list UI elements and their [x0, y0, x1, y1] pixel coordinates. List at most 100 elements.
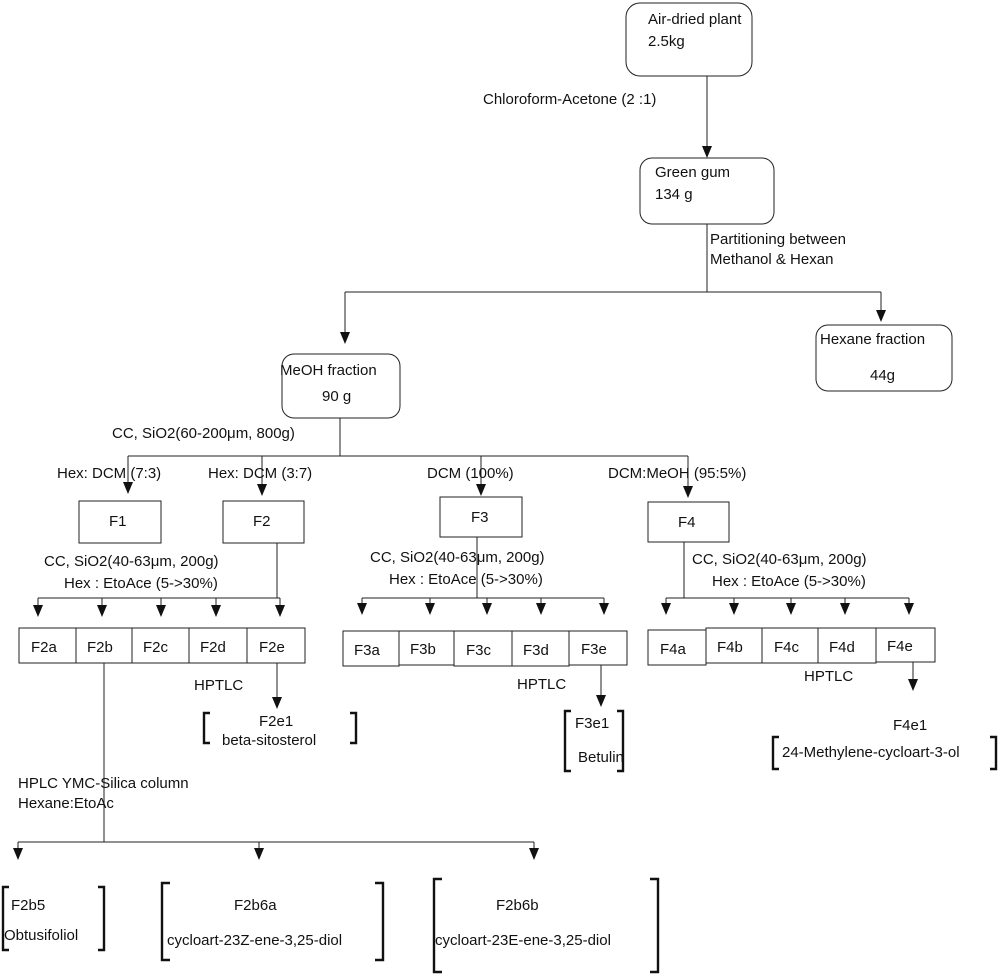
hptlc-label-f4: HPTLC [804, 668, 853, 685]
compound-f2b6a-code: F2b6a [234, 897, 277, 914]
solvent-label-f3: DCM (100%) [427, 465, 514, 482]
node-f2 [222, 500, 305, 544]
bracket-right [650, 877, 660, 974]
cc-main-label: CC, SiO2(60-200μm, 800g) [112, 425, 295, 442]
compound-f3e1-name: Betulin [578, 749, 624, 766]
node-f4b-label: F4b [717, 639, 743, 656]
hplc-label-1: HPLC YMC-Silica column [18, 775, 189, 792]
arrowhead [257, 484, 267, 496]
node-f2a-label: F2a [31, 639, 58, 656]
arrowhead [529, 848, 539, 860]
hplc-label-2: Hexane:EtoAc [18, 795, 114, 812]
node-f4a [647, 629, 707, 666]
arrowhead [13, 848, 23, 860]
node-f1-label: F1 [109, 513, 127, 530]
arrowhead [908, 679, 918, 691]
node-hexane-fraction [815, 324, 953, 392]
node-f3c-label: F3c [466, 642, 492, 659]
node-f2d-label: F2d [200, 639, 226, 656]
node-f3e [568, 630, 628, 666]
arrowhead [876, 310, 886, 322]
arrowhead [272, 697, 282, 709]
node-f3d-label: F3d [523, 642, 549, 659]
arrowhead [156, 605, 166, 617]
node-meoh-fraction-weight: 90 g [322, 388, 351, 405]
arrowhead [904, 603, 914, 615]
node-f4-label: F4 [678, 514, 696, 531]
arrowhead [357, 603, 367, 615]
arrowhead [599, 603, 609, 615]
node-f4c-label: F4c [774, 639, 800, 656]
bracket-right [98, 885, 106, 952]
node-f3-label: F3 [471, 509, 489, 526]
node-meoh-fraction [281, 353, 401, 419]
arrowhead [97, 605, 107, 617]
bracket-left [432, 877, 442, 974]
arrowhead [729, 603, 739, 615]
bracket-left [771, 735, 779, 771]
eluent-label-f2: Hex : EtoAce (5->30%) [64, 575, 218, 592]
hptlc-label-f2: HPTLC [194, 677, 243, 694]
hptlc-label-f3: HPTLC [517, 676, 566, 693]
node-f2-label: F2 [253, 513, 271, 530]
bracket-left [1, 885, 9, 952]
bracket-right [617, 709, 625, 773]
arrowhead [786, 603, 796, 615]
compound-f4e1-code: F4e1 [893, 717, 927, 734]
node-f2b [75, 627, 133, 664]
cc-sub-label-f4: CC, SiO2(40-63μm, 200g) [692, 551, 867, 568]
node-f3a-label: F3a [354, 642, 381, 659]
solvent-label-f1: Hex: DCM (7:3) [57, 465, 161, 482]
arrowhead [702, 146, 712, 158]
arrowhead [425, 603, 435, 615]
node-f4 [647, 501, 730, 543]
node-air-dried-plant [625, 2, 753, 77]
bracket-right [375, 881, 385, 962]
node-green-gum-label: Green gum [655, 164, 730, 181]
compound-f3e1-code: F3e1 [575, 715, 609, 732]
arrowhead [123, 482, 133, 494]
arrowhead [661, 603, 671, 615]
arrowhead [275, 605, 285, 617]
compound-f4e1-name: 24-Methylene-cycloart-3-ol [782, 744, 960, 761]
arrowhead [254, 848, 264, 860]
arrowhead [340, 332, 350, 344]
node-f3 [439, 496, 523, 538]
node-f4d-label: F4d [829, 639, 855, 656]
node-f3c [453, 630, 513, 667]
node-f3b-label: F3b [410, 641, 436, 658]
compound-f2b5-code: F2b5 [11, 897, 45, 914]
node-f4e-label: F4e [887, 638, 913, 655]
node-f3e-label: F3e [581, 641, 607, 658]
node-f2d [188, 627, 248, 664]
node-f4d [817, 627, 877, 664]
compound-f2b6b-code: F2b6b [496, 897, 539, 914]
compound-f2e1-code: F2e1 [259, 713, 293, 730]
node-f2e [246, 627, 306, 664]
arrowhead [683, 486, 693, 498]
bracket-left [160, 881, 170, 962]
node-f2c-label: F2c [143, 639, 169, 656]
node-f2c [131, 627, 190, 664]
node-f4a-label: F4a [660, 641, 687, 658]
extraction-solvent-label: Chloroform-Acetone (2 :1) [483, 91, 656, 108]
arrowhead [33, 605, 43, 617]
arrowhead [476, 484, 486, 496]
node-f2e-label: F2e [259, 639, 285, 656]
arrowhead [840, 603, 850, 615]
node-hexane-fraction-label: Hexane fraction [820, 331, 925, 348]
eluent-label-f4: Hex : EtoAce (5->30%) [712, 573, 866, 590]
compound-f2b6b-name: cycloart-23E-ene-3,25-diol [435, 932, 611, 949]
node-f1 [78, 500, 162, 544]
node-f2a [18, 627, 77, 664]
bracket-right [990, 735, 998, 771]
arrowhead [596, 695, 606, 707]
arrowhead [482, 603, 492, 615]
compound-f2b6a-name: cycloart-23Z-ene-3,25-diol [167, 932, 342, 949]
bracket-left [563, 709, 571, 773]
node-green-gum-weight: 134 g [655, 186, 693, 203]
cc-sub-label-f3: CC, SiO2(40-63μm, 200g) [370, 549, 545, 566]
node-meoh-fraction-label: MeOH fraction [280, 362, 377, 379]
solvent-label-f4: DCM:MeOH (95:5%) [608, 465, 746, 482]
